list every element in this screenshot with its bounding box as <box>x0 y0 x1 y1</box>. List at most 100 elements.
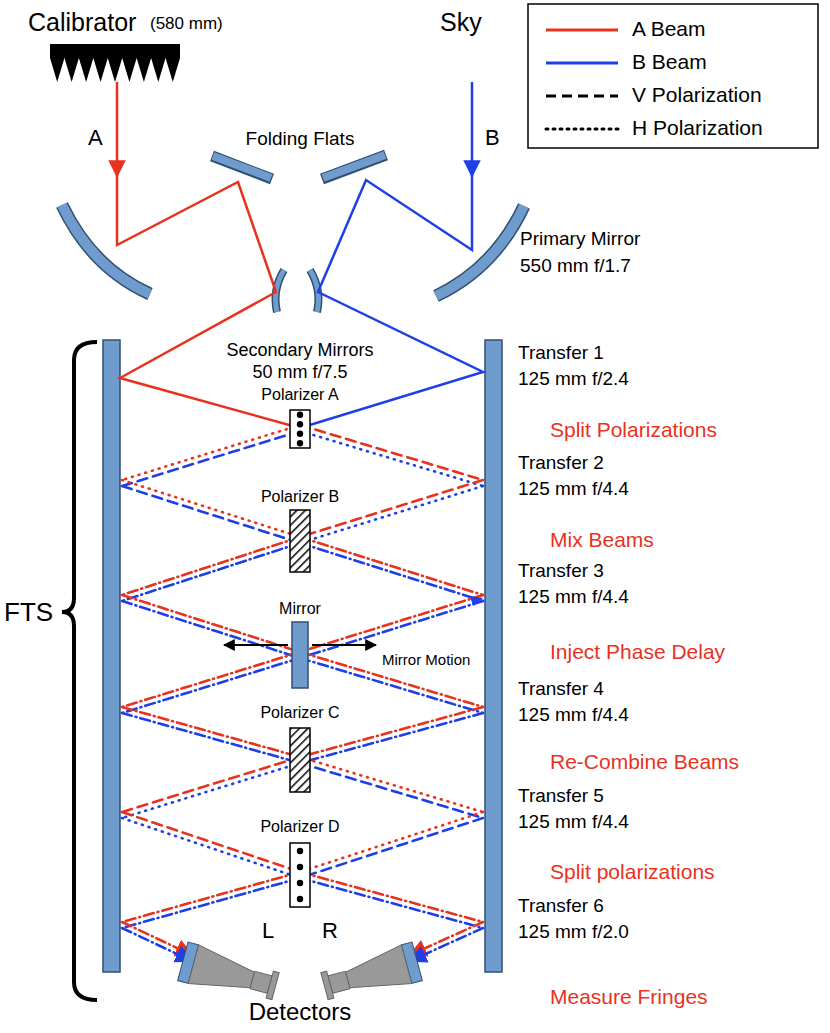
label: 125 mm f/4.4 <box>518 478 629 500</box>
light-ray <box>122 595 300 652</box>
stage-note: Inject Phase Delay <box>550 640 725 664</box>
label: Sky <box>440 8 482 37</box>
light-ray <box>122 652 300 707</box>
absorber-tooth <box>122 58 136 82</box>
light-ray <box>300 872 483 922</box>
label: Transfer 4 <box>518 678 604 700</box>
label: 50 mm f/7.5 <box>252 362 347 383</box>
light-ray <box>122 431 300 486</box>
legend-text: B Beam <box>632 50 707 74</box>
legend-text: H Polarization <box>632 116 763 140</box>
light-ray <box>122 601 300 658</box>
secondary-mirrors <box>276 270 319 312</box>
polarizer-wire-dot <box>297 431 303 437</box>
light-ray <box>300 431 483 486</box>
label: Transfer 1 <box>518 342 604 364</box>
label: Mirror <box>279 600 321 618</box>
legend-text: A Beam <box>632 17 706 41</box>
light-ray <box>122 922 192 955</box>
polarizer-wire-dot <box>297 864 303 870</box>
light-ray <box>300 425 483 480</box>
ray-arrowhead <box>470 596 483 606</box>
absorber-tooth <box>50 58 64 82</box>
folding-flats-face <box>213 155 385 178</box>
absorber-tooth <box>93 58 107 82</box>
label: R <box>322 918 338 943</box>
light-ray <box>300 757 483 812</box>
label: 550 mm f/1.7 <box>520 255 631 277</box>
folding-flats <box>212 155 386 179</box>
label: B <box>485 125 500 150</box>
label: Transfer 2 <box>518 452 604 474</box>
absorber-tooth <box>79 58 93 82</box>
calibrator-absorber <box>50 44 180 82</box>
label: Polarizer B <box>261 488 339 506</box>
input-rays <box>117 82 483 428</box>
stage-note: Split Polarizations <box>550 418 717 442</box>
stage-note: Split polarizations <box>550 860 715 884</box>
polarizer-wire-dot <box>297 848 303 854</box>
light-ray <box>300 601 483 658</box>
label: Mirror Motion <box>382 651 470 668</box>
light-ray <box>122 425 300 480</box>
fts-rays <box>122 425 483 961</box>
label: Transfer 6 <box>518 895 604 917</box>
absorber-tooth <box>64 58 78 82</box>
polarizer-wire-dot <box>297 880 303 886</box>
polarizer-wire-dot <box>297 412 303 418</box>
label: 125 mm f/2.4 <box>518 368 629 390</box>
label: Secondary Mirrors <box>226 340 373 361</box>
label: Primary Mirror <box>520 228 640 250</box>
mirror-motion-arrows <box>224 644 376 646</box>
light-ray <box>122 928 192 961</box>
stage-note: Measure Fringes <box>550 985 708 1009</box>
light-ray <box>300 537 483 595</box>
label: Polarizer C <box>260 704 339 722</box>
light-ray <box>300 543 483 601</box>
light-ray <box>122 763 300 818</box>
label: Transfer 3 <box>518 560 604 582</box>
label: Polarizer D <box>260 818 339 836</box>
label: (580 mm) <box>150 14 223 34</box>
absorber-tooth <box>166 58 180 82</box>
light-ray <box>122 757 300 812</box>
light-ray <box>122 537 300 595</box>
legend-swatch <box>546 29 618 32</box>
label: 125 mm f/2.0 <box>518 921 629 943</box>
transfer-mirror-panels <box>103 340 502 972</box>
primary-mirrors <box>62 205 524 296</box>
label: L <box>262 918 274 943</box>
absorber-tooth <box>108 58 122 82</box>
absorber-tooth <box>151 58 165 82</box>
legend-box <box>528 4 818 148</box>
label: 125 mm f/4.4 <box>518 704 629 726</box>
light-ray <box>300 763 483 818</box>
legend-text: V Polarization <box>632 83 762 107</box>
label: Calibrator <box>28 8 136 37</box>
light-ray <box>300 652 483 707</box>
polarizer-wire-dot <box>297 896 303 902</box>
stage-note: Re-Combine Beams <box>550 750 739 774</box>
label: Transfer 5 <box>518 785 604 807</box>
light-ray <box>300 595 483 652</box>
label: FTS <box>4 598 53 628</box>
fts-bracket <box>62 342 97 1000</box>
legend-swatch <box>546 62 618 65</box>
light-ray <box>122 872 300 922</box>
label: Folding Flats <box>246 128 355 150</box>
light-ray <box>410 928 483 961</box>
legend-swatch <box>546 95 618 98</box>
stage-note: Mix Beams <box>550 528 654 552</box>
light-ray <box>410 922 483 955</box>
light-ray <box>122 543 300 601</box>
label: 125 mm f/4.4 <box>518 811 629 833</box>
moving-mirror <box>292 622 308 688</box>
absorber-tooth <box>137 58 151 82</box>
label: A <box>88 125 103 150</box>
label: 125 mm f/4.4 <box>518 586 629 608</box>
polarizer-wire-dot <box>297 440 303 446</box>
label: Detectors <box>249 998 352 1026</box>
detector-horns <box>178 942 423 1005</box>
legend-swatch <box>546 128 618 131</box>
label: Polarizer A <box>261 386 338 404</box>
